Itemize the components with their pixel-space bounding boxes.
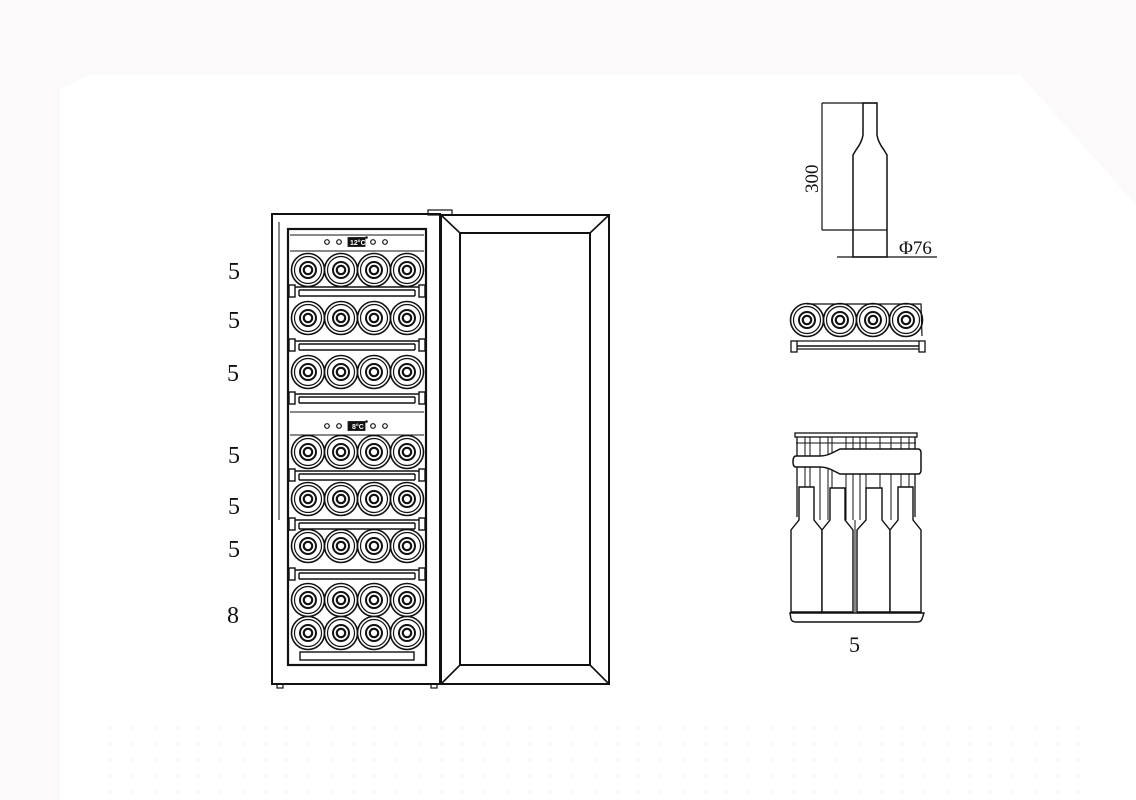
lower-shelf-3 <box>288 528 426 581</box>
shelf-top-view <box>789 302 926 353</box>
lower-shelf-2 <box>288 481 426 531</box>
upper-shelf-3 <box>288 354 426 405</box>
drawing-sheet <box>60 75 1136 800</box>
bottle-diameter-dimension: Φ76 <box>899 238 932 259</box>
upper-shelf-2 <box>288 300 426 352</box>
scan-dot-pattern <box>100 720 1100 800</box>
lower-shelf-1 <box>288 434 426 482</box>
shelf-side-view-capacity-label: 5 <box>849 632 860 657</box>
bottle-height-dimension: 300 <box>802 164 823 194</box>
capacity-label-lower-3: 5 <box>228 537 240 563</box>
bottle-dimension-drawing <box>821 102 937 258</box>
capacity-label-upper-1: 5 <box>228 259 240 285</box>
shelf-side-view <box>789 432 925 623</box>
upper-zone-temperature-display: 12°C <box>350 239 366 247</box>
capacity-label-lower-4: 8 <box>227 603 239 629</box>
open-door <box>440 214 610 685</box>
capacity-label-upper-3: 5 <box>227 361 239 387</box>
capacity-label-lower-1: 5 <box>228 443 240 469</box>
upper-control-panel <box>290 234 424 252</box>
lower-shelf-4-double-stack <box>290 582 425 661</box>
lower-zone-temperature-display: 8°C <box>352 423 364 431</box>
lower-control-panel <box>290 411 424 436</box>
upper-shelf-1 <box>288 252 426 298</box>
capacity-label-upper-2: 5 <box>228 308 240 334</box>
capacity-label-lower-2: 5 <box>228 494 240 520</box>
